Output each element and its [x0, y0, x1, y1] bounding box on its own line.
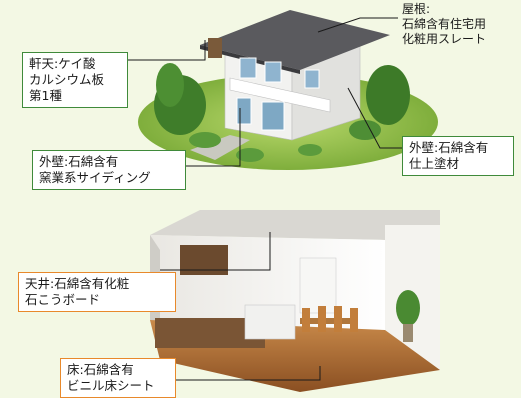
potted-plant [396, 290, 420, 326]
leader-floor [176, 366, 321, 381]
leader-eaves [128, 40, 206, 61]
label-roof: 屋根: 石綿含有住宅用 化粧用スレート [402, 2, 487, 46]
window [304, 69, 320, 89]
interior-scene [150, 210, 440, 392]
tree [156, 63, 184, 107]
leader-siding [186, 108, 241, 167]
shelf-unit [299, 257, 337, 314]
chair [302, 308, 310, 332]
leader-roof [317, 17, 398, 33]
window [236, 97, 252, 125]
label-wall-siding: 外壁:石綿含有 窯業系サイディング [32, 150, 186, 190]
chimney [208, 38, 222, 58]
chair [334, 306, 342, 332]
stone-path [190, 135, 250, 160]
label-ceiling: 天井:石綿含有化粧 石こうボード [18, 272, 176, 312]
leader-ceiling [160, 232, 271, 271]
tree [366, 65, 410, 125]
shrub [189, 132, 221, 148]
house-roof [200, 10, 390, 70]
chair [350, 308, 358, 332]
house-scene [138, 10, 438, 170]
leader-lines [128, 17, 402, 381]
plant-pot [403, 324, 413, 342]
shrub [236, 148, 264, 162]
label-eaves: 軒天:ケイ酸 カルシウム板 第1種 [22, 52, 128, 108]
balcony [229, 77, 331, 113]
kitchen-island [244, 304, 296, 340]
window [239, 57, 257, 79]
tree [349, 120, 381, 140]
room-ceiling [150, 210, 440, 240]
window [261, 101, 285, 131]
chair [318, 306, 326, 332]
dining-table [300, 318, 358, 324]
label-floor: 床:石綿含有 ビニル床シート [60, 358, 176, 398]
shrub [298, 144, 322, 156]
window [264, 61, 282, 83]
leader-finish [347, 87, 402, 149]
label-wall-finish: 外壁:石綿含有 仕上塗材 [402, 136, 514, 176]
